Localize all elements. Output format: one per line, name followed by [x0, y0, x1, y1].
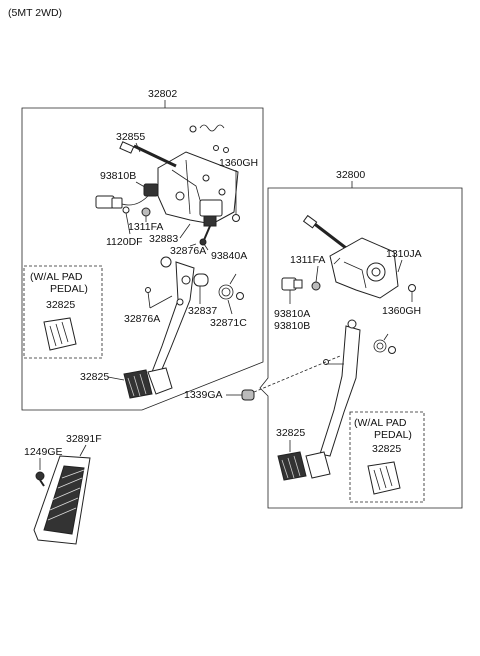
aluminium-pad-right — [367, 461, 401, 495]
left-label-stopper: 32837 — [188, 305, 217, 317]
accel-label-screw: 1249GE — [24, 446, 63, 458]
left-pad-note-1: (W/AL PAD — [30, 271, 83, 283]
right-label-nut-1311: 1311FA — [290, 254, 325, 266]
clutch-switch-sensor — [281, 277, 303, 291]
clutch-pedal-arm — [319, 319, 361, 457]
left-label-switch-small: 32876A — [170, 245, 206, 257]
brake-pedal-pad — [123, 367, 173, 399]
left-label-arm-switch: 32876A — [124, 313, 160, 325]
nut-1339 — [241, 389, 255, 401]
left-label-bolt: 32855 — [116, 131, 145, 143]
nut-1360-right — [408, 284, 416, 292]
clutch-pedal-bracket — [329, 237, 399, 299]
bracket-spring-clip — [189, 124, 229, 153]
nut-1360-left — [232, 214, 240, 222]
left-pad-part: 32825 — [46, 299, 75, 311]
right-pad-part: 32825 — [372, 443, 401, 455]
nut-1311-left — [141, 207, 151, 217]
accel-label-pedal: 32891F — [66, 433, 102, 445]
right-label-sensor-b: 93810B — [274, 320, 310, 332]
left-label-pedal-pad: 32825 — [80, 371, 109, 383]
stop-lamp-switch — [199, 199, 223, 246]
left-label-spring: 32871C — [210, 317, 247, 329]
screw-1120-left — [122, 206, 130, 214]
variant-label: (5MT 2WD) — [8, 7, 62, 19]
accelerator-pedal — [33, 455, 91, 545]
right-label-nut-1339: 1339GA — [184, 389, 223, 401]
right-label-sensor-a: 93810A — [274, 308, 310, 320]
left-assembly-frame — [21, 107, 264, 411]
left-label-sensor: 93810B — [100, 170, 136, 182]
left-label-screw-1120: 1120DF — [106, 236, 143, 248]
left-label-nut-1360: 1360GH — [219, 157, 258, 169]
right-pad-note-1: (W/AL PAD — [354, 417, 407, 429]
right-label-nut-1360: 1360GH — [382, 305, 421, 317]
brake-switch-sensor — [95, 183, 159, 209]
nut-1311-right — [311, 281, 321, 291]
left-assembly-number: 32802 — [148, 88, 177, 100]
pedal-stopper — [193, 273, 209, 287]
left-label-switch-big: 93840A — [211, 250, 247, 262]
left-label-bushing: 32883 — [149, 233, 178, 245]
clutch-pedal-pad — [277, 451, 331, 481]
right-assembly-frame — [259, 187, 463, 509]
right-pad-note-box — [349, 411, 425, 503]
pivot-bolt-right — [302, 214, 347, 250]
right-assembly-number: 32800 — [336, 169, 365, 181]
left-pad-note-2: PEDAL) — [50, 283, 88, 295]
left-label-nut-1311: 1311FA — [128, 221, 163, 233]
accelerator-screw — [35, 471, 45, 487]
right-label-pedal-pad: 32825 — [276, 427, 305, 439]
right-pad-note-2: PEDAL) — [374, 429, 412, 441]
return-spring-right — [373, 333, 389, 353]
right-label-bracket-1310: 1310JA — [386, 248, 422, 260]
brake-pedal-arm — [151, 256, 195, 375]
return-spring-left — [218, 273, 237, 300]
aluminium-pad-left — [43, 317, 77, 351]
pivot-bolt — [119, 141, 177, 168]
